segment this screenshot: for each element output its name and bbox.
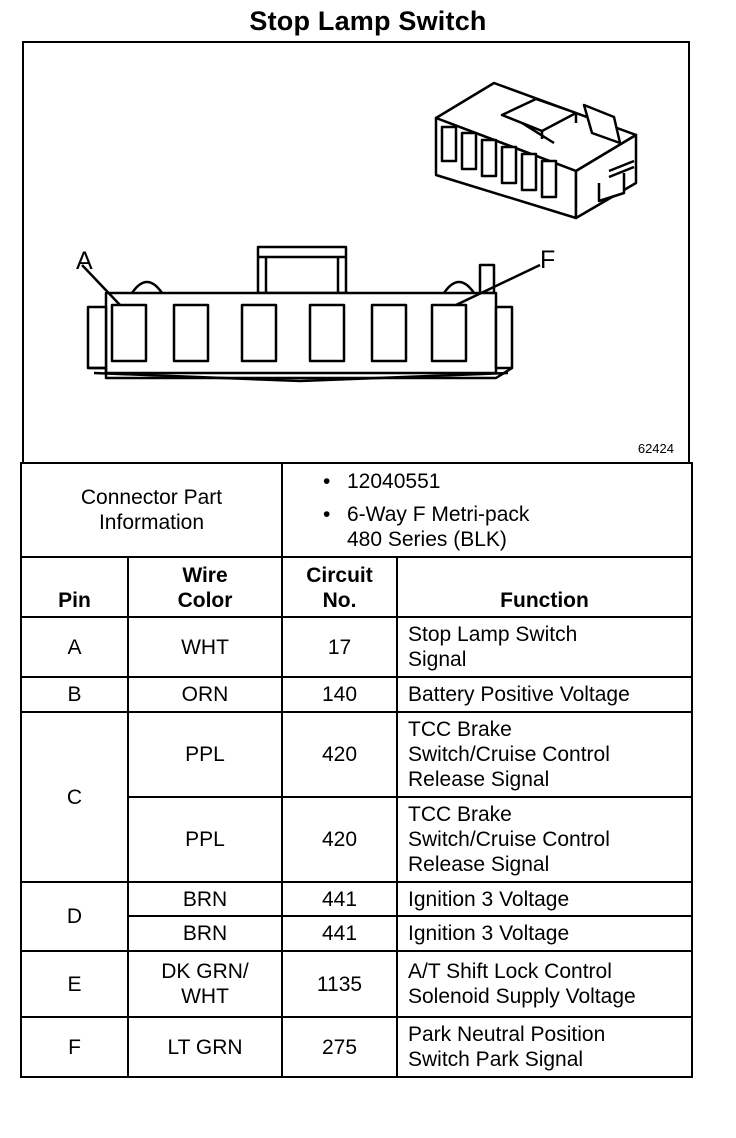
pin-cell: A bbox=[20, 616, 129, 678]
wire-color-cell: WHT bbox=[127, 616, 283, 678]
connector-front-view bbox=[81, 245, 541, 383]
pinout-table: Connector Part Information 12040551 6-Wa… bbox=[20, 462, 694, 1078]
wire-color-cell: BRN bbox=[127, 881, 283, 917]
connector-drawing: A F bbox=[76, 81, 638, 383]
table-row: E DK GRN/WHT 1135 A/T Shift Lock Control… bbox=[20, 950, 694, 1018]
figure-number: 62424 bbox=[637, 441, 674, 456]
circuit-cell: 441 bbox=[281, 915, 398, 952]
pin-cell: C bbox=[20, 711, 129, 883]
pin-cell: B bbox=[20, 676, 129, 713]
connector-isometric-view bbox=[434, 81, 638, 220]
circuit-cell: 275 bbox=[281, 1016, 398, 1078]
header-wire-color: Wire Color bbox=[127, 556, 283, 618]
page-title: Stop Lamp Switch bbox=[249, 6, 487, 36]
table-row: D BRN 441 Ignition 3 Voltage bbox=[20, 881, 694, 952]
circuit-cell: 17 bbox=[281, 616, 398, 678]
pin-cell: F bbox=[20, 1016, 129, 1078]
pin-cell: D bbox=[20, 881, 129, 952]
wire-color-cell: DK GRN/WHT bbox=[127, 950, 283, 1018]
wire-color-cell: PPL bbox=[127, 711, 283, 798]
circuit-cell: 441 bbox=[281, 881, 398, 917]
table-row: BRN 441 Ignition 3 Voltage bbox=[21, 915, 694, 952]
function-cell: Ignition 3 Voltage bbox=[395, 915, 694, 952]
function-cell: Battery Positive Voltage bbox=[395, 676, 694, 713]
connector-info-label: Connector Part Information bbox=[20, 462, 283, 558]
callout-pin-a: A bbox=[76, 247, 93, 275]
connector-info-value: 12040551 6-Way F Metri-pack 480 Series (… bbox=[280, 462, 694, 558]
connector-info-row: Connector Part Information 12040551 6-Wa… bbox=[20, 462, 694, 558]
table-row: B ORN 140 Battery Positive Voltage bbox=[20, 676, 694, 713]
circuit-cell: 1135 bbox=[281, 950, 398, 1018]
header-circuit: Circuit No. bbox=[281, 556, 398, 618]
connector-illustration: A F 62424 bbox=[22, 41, 690, 462]
connector-description: 6-Way F Metri-pack bbox=[323, 502, 691, 527]
connector-part-number: 12040551 bbox=[323, 469, 691, 494]
header-row: Pin Wire Color Circuit No. Function bbox=[20, 556, 694, 618]
circuit-cell: 140 bbox=[281, 676, 398, 713]
wire-color-cell: ORN bbox=[127, 676, 283, 713]
header-pin: Pin bbox=[20, 556, 129, 618]
connector-series: 480 Series (BLK) bbox=[347, 527, 507, 551]
header-function: Function bbox=[395, 556, 694, 618]
circuit-cell: 420 bbox=[281, 796, 398, 883]
wire-color-cell: BRN bbox=[127, 915, 283, 952]
pin-cell: E bbox=[20, 950, 129, 1018]
function-cell: Ignition 3 Voltage bbox=[395, 881, 694, 917]
callout-pin-f: F bbox=[540, 246, 555, 274]
circuit-cell: 420 bbox=[281, 711, 398, 798]
wire-color-cell: PPL bbox=[127, 796, 283, 883]
wire-color-cell: LT GRN bbox=[127, 1016, 283, 1078]
